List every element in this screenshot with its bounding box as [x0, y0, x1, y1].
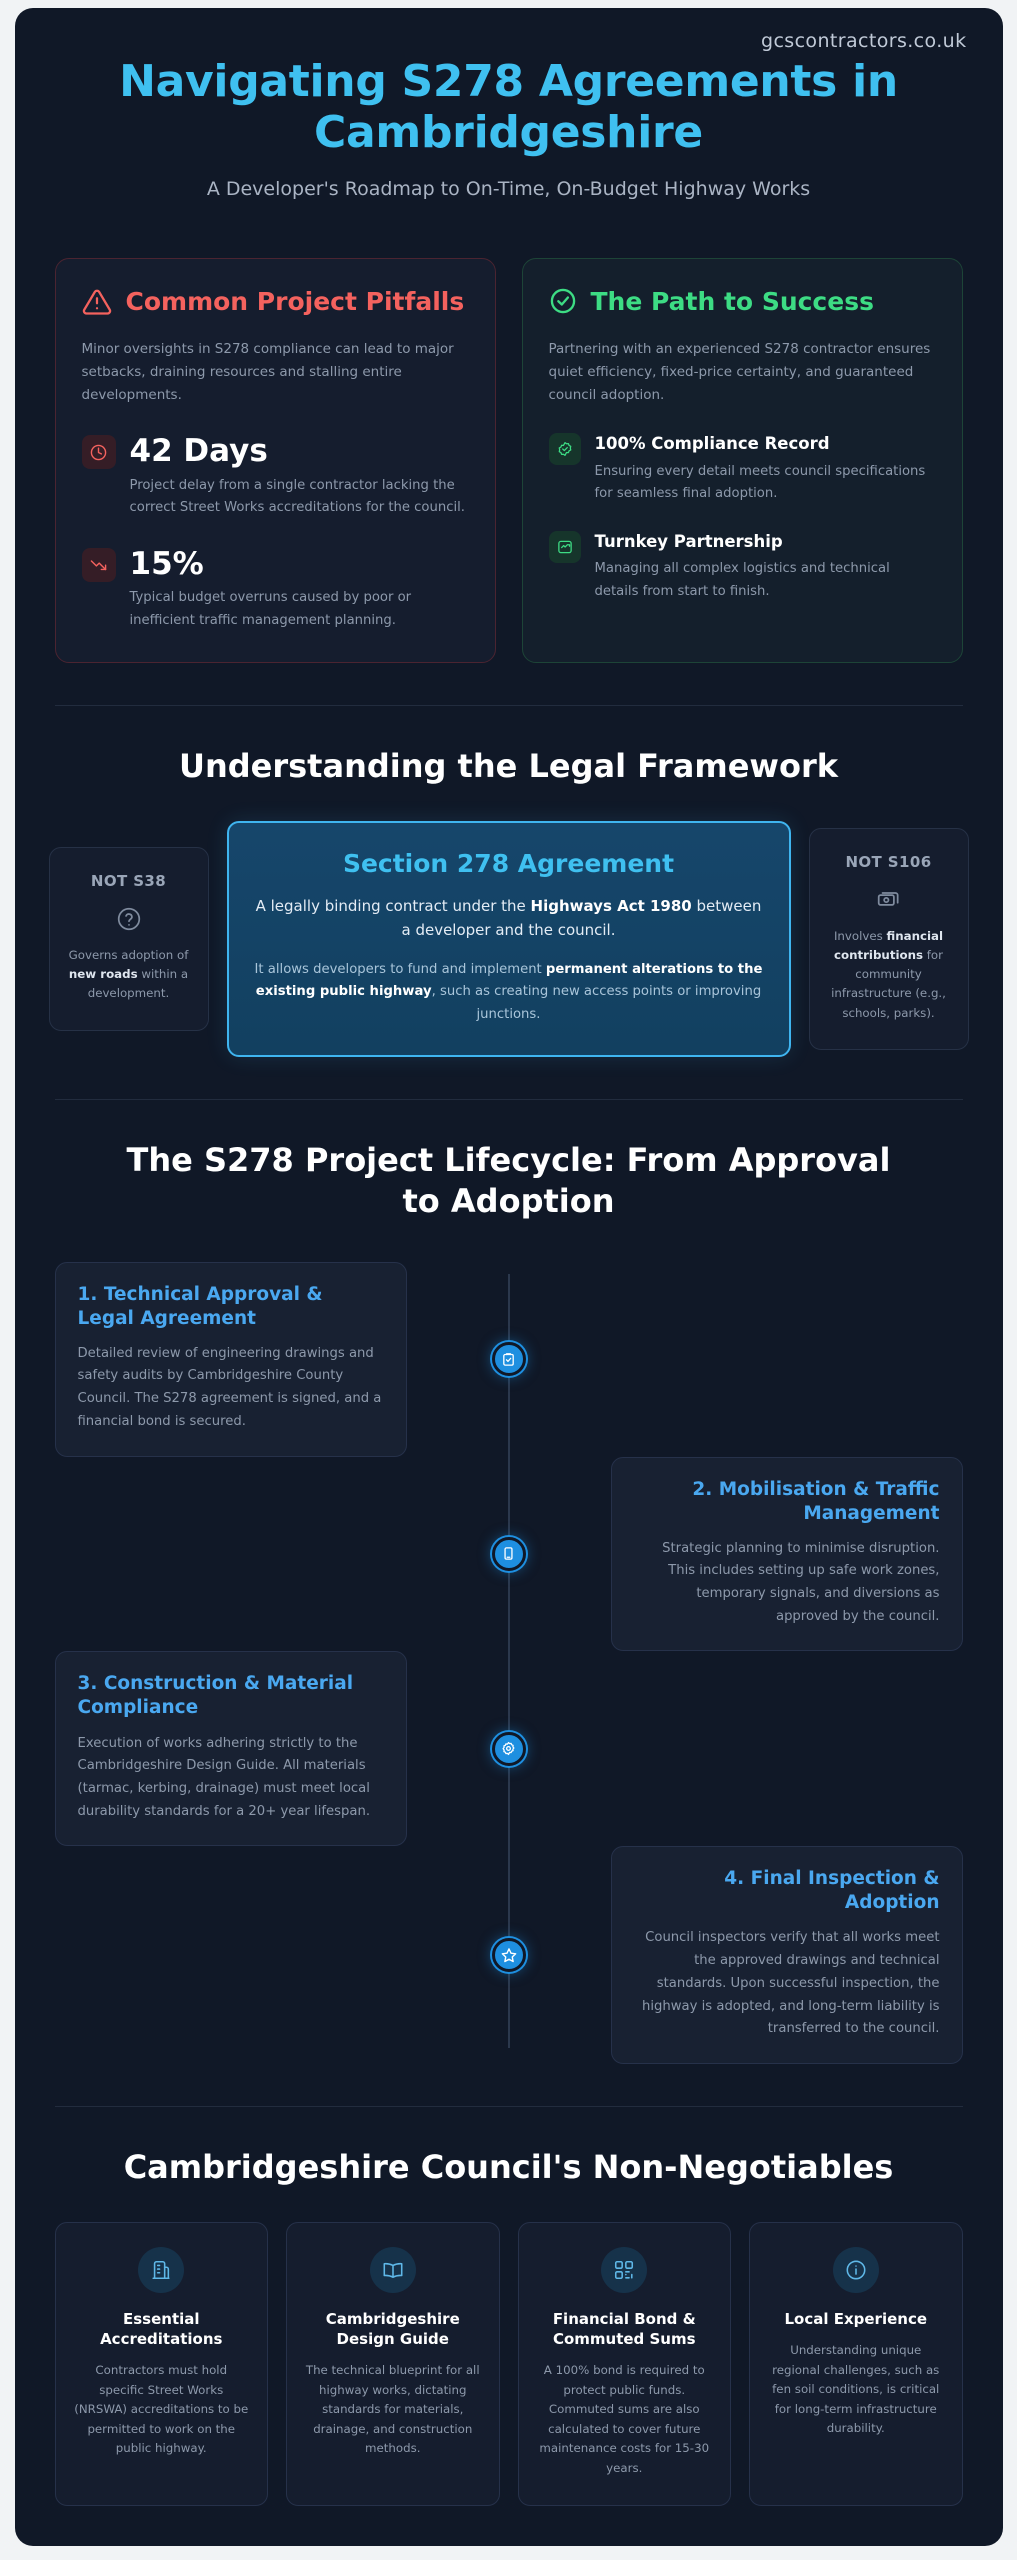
banknotes-icon: [826, 887, 952, 913]
certificate-icon: [138, 2246, 185, 2293]
nonnegotiable-card: Cambridgeshire Design Guide The technica…: [286, 2221, 500, 2506]
timeline-step-title: 1. Technical Approval & Legal Agreement: [77, 1283, 323, 1329]
stat-value: 15%: [129, 545, 204, 582]
timeline-step-description: Execution of works adhering strictly to …: [77, 1735, 371, 1819]
nonnegotiable-card: Financial Bond & Commuted Sums A 100% bo…: [517, 2221, 731, 2506]
gear-icon: [491, 1731, 526, 1766]
timeline-step-description: Detailed review of engineering drawings …: [77, 1345, 382, 1429]
timeline-spine: [507, 1273, 510, 2048]
timeline-step: 3. Construction & Material Compliance Ex…: [54, 1651, 963, 1847]
success-lede: Partnering with an experienced S278 cont…: [548, 340, 931, 403]
page-subtitle: A Developer's Roadmap to On-Time, On-Bud…: [206, 178, 811, 201]
timeline-step: 1. Technical Approval & Legal Agreement …: [54, 1261, 963, 1457]
nonnegotiable-title: Local Experience: [784, 2309, 928, 2328]
nonnegotiable-title: Cambridgeshire Design Guide: [325, 2309, 460, 2348]
nonnegotiables-row: Essential Accreditations Contractors mus…: [15, 2221, 1003, 2506]
check-circle-icon: [549, 287, 577, 315]
legal-s278-title: Section 278 Agreement: [342, 849, 675, 879]
legal-card-s106: NOT S106 Involves financial contribution…: [808, 828, 969, 1050]
timeline-step-title: 2. Mobilisation & Traffic Management: [692, 1478, 940, 1524]
timeline-step: 2. Mobilisation & Traffic Management Str…: [55, 1456, 963, 1652]
legal-s278-paragraph-2: It allows developers to fund and impleme…: [254, 961, 763, 1023]
pitfalls-header: Common Project Pitfalls: [82, 287, 469, 318]
success-header: The Path to Success: [549, 287, 936, 318]
nonnegotiable-title: Essential Accreditations: [100, 2309, 223, 2348]
legal-s38-tag: NOT S38: [90, 872, 167, 891]
clock-icon: [81, 435, 116, 470]
stat-item: 42 Days Project delay from a single cont…: [81, 433, 469, 519]
pitfalls-title: Common Project Pitfalls: [125, 287, 465, 317]
legal-card-s38: NOT S38 Governs adoption of new roads wi…: [48, 847, 209, 1031]
success-item-description: Ensuring every detail meets council spec…: [594, 463, 926, 501]
legal-s278-paragraph-1: A legally binding contract under the Hig…: [255, 897, 762, 940]
stat-description: Typical budget overruns caused by poor o…: [129, 590, 412, 628]
stat-item: 15% Typical budget overruns caused by po…: [81, 545, 469, 632]
success-item: Turnkey Partnership Managing all complex…: [548, 531, 936, 603]
legal-s38-body: Governs adoption of new roads within a d…: [68, 948, 189, 1001]
traffic-cone-icon: [491, 1536, 526, 1571]
pitfalls-lede: Minor oversights in S278 compliance can …: [81, 340, 454, 403]
timeline-step-title: 3. Construction & Material Compliance: [77, 1673, 354, 1719]
lifecycle-timeline: 1. Technical Approval & Legal Agreement …: [15, 1256, 1003, 2064]
legal-s106-tag: NOT S106: [845, 853, 932, 872]
nonnegotiable-title: Financial Bond & Commuted Sums: [552, 2309, 696, 2348]
stat-description: Project delay from a single contractor l…: [129, 477, 466, 516]
overview-cards: Common Project Pitfalls Minor oversights…: [15, 200, 1003, 664]
success-item-title: Turnkey Partnership: [594, 532, 783, 551]
nonnegotiables-section-title: Cambridgeshire Council's Non-Negotiables: [123, 2147, 894, 2186]
nonnegotiable-card: Local Experience Understanding unique re…: [749, 2221, 963, 2506]
star-icon: [491, 1938, 526, 1973]
success-title: The Path to Success: [590, 287, 874, 317]
trending-down-icon: [81, 547, 116, 582]
nonnegotiable-card: Essential Accreditations Contractors mus…: [54, 2221, 268, 2506]
legal-s106-body: Involves financial contributions for com…: [831, 929, 946, 1020]
question-circle-icon: [66, 906, 192, 932]
qr-code-icon: [601, 2246, 648, 2293]
legal-framework-section: Understanding the Legal Framework: [15, 746, 1003, 787]
alert-triangle-icon: [82, 287, 112, 317]
success-item-description: Managing all complex logistics and techn…: [594, 561, 890, 599]
pitfalls-card: Common Project Pitfalls Minor oversights…: [54, 258, 496, 664]
timeline-step-description: Council inspectors verify that all works…: [642, 1930, 940, 2037]
divider: [54, 705, 963, 707]
clipboard-check-icon: [491, 1342, 526, 1377]
divider: [54, 1098, 963, 1100]
badge-check-icon: [548, 433, 581, 466]
success-item: 100% Compliance Record Ensuring every de…: [548, 433, 936, 505]
handshake-icon: [548, 531, 581, 563]
timeline-step-card: 4. Final Inspection & Adoption Council i…: [610, 1846, 963, 2064]
timeline-step-title: 4. Final Inspection & Adoption: [724, 1868, 940, 1914]
info-circle-icon: [832, 2246, 879, 2293]
success-card: The Path to Success Partnering with an e…: [521, 258, 963, 664]
legal-card-s278: Section 278 Agreement A legally binding …: [226, 821, 791, 1057]
success-item-title: 100% Compliance Record: [594, 434, 830, 454]
legal-comparison-row: NOT S38 Governs adoption of new roads wi…: [15, 821, 1003, 1057]
timeline-step-card: 2. Mobilisation & Traffic Management Str…: [610, 1456, 963, 1652]
nonnegotiable-body: A 100% bond is required to protect publi…: [539, 2363, 710, 2475]
legal-section-title: Understanding the Legal Framework: [178, 747, 839, 786]
nonnegotiable-body: Contractors must hold specific Street Wo…: [74, 2363, 249, 2456]
divider: [54, 2105, 963, 2107]
stat-value: 42 Days: [129, 433, 268, 470]
timeline-step: 4. Final Inspection & Adoption Council i…: [55, 1846, 963, 2064]
lifecycle-section: The S278 Project Lifecycle: From Approva…: [15, 1140, 1003, 1222]
book-icon: [369, 2246, 416, 2293]
nonnegotiable-body: Understanding unique regional challenges…: [772, 2343, 940, 2436]
timeline-step-card: 3. Construction & Material Compliance Ex…: [54, 1651, 407, 1847]
header: Navigating S278 Agreements in Cambridges…: [15, 8, 1003, 200]
page-title: Navigating S278 Agreements in Cambridges…: [119, 56, 898, 159]
nonnegotiable-body: The technical blueprint for all highway …: [305, 2363, 480, 2456]
infographic-page: gcscontractors.co.uk Navigating S278 Agr…: [14, 8, 1003, 2546]
timeline-step-description: Strategic planning to minimise disruptio…: [662, 1540, 940, 1624]
timeline-step-card: 1. Technical Approval & Legal Agreement …: [54, 1261, 407, 1457]
watermark: gcscontractors.co.uk: [760, 30, 967, 52]
nonnegotiables-section: Cambridgeshire Council's Non-Negotiables: [15, 2147, 1003, 2188]
lifecycle-section-title: The S278 Project Lifecycle: From Approva…: [126, 1140, 891, 1220]
